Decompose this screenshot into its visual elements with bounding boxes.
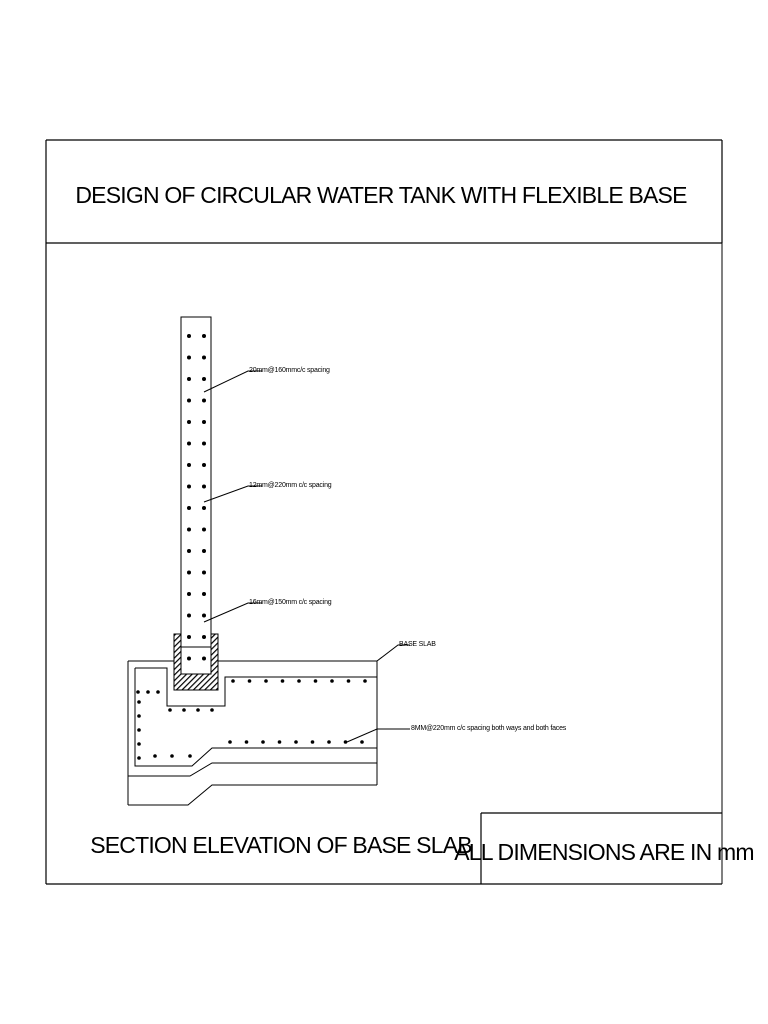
dimensions-note: ALL DIMENSIONS ARE IN mm (454, 839, 753, 865)
rebar-dot (346, 679, 351, 683)
rebar-dot (202, 463, 206, 467)
base-slab-outline (127, 660, 378, 806)
rebar-dot (277, 740, 282, 744)
annotation-leaders (203, 370, 410, 743)
rebar-dot (327, 740, 331, 744)
rebar-dot (202, 592, 206, 596)
rebar-dot (313, 679, 318, 683)
rebar-dot (137, 742, 141, 746)
rebar-dot (146, 690, 150, 694)
dimensions-note-box (480, 812, 722, 884)
label-wall-horizontal-bars: 12mm@220mm c/c spacing (249, 482, 332, 489)
rebar-dot (202, 506, 206, 510)
rebar-dot (187, 334, 191, 338)
wall-reinforcement-bars (187, 334, 206, 661)
drawing-title: DESIGN OF CIRCULAR WATER TANK WITH FLEXI… (75, 182, 687, 208)
rebar-dot (187, 355, 191, 360)
rebar-dot (187, 377, 191, 381)
rebar-dot (188, 754, 192, 758)
rebar-dot (187, 570, 191, 575)
rebar-dot (210, 708, 214, 712)
slab-reinforcement-bars (136, 679, 367, 760)
rebar-dot (202, 613, 206, 618)
rebar-dot (196, 708, 200, 712)
rebar-dot (170, 754, 174, 758)
rebar-dot (202, 656, 206, 661)
rebar-dot (182, 708, 186, 712)
wall-kicker-hatched (173, 633, 219, 691)
rebar-dot (137, 728, 141, 732)
rebar-dot (330, 679, 334, 683)
rebar-dot (187, 613, 191, 618)
rebar-dot (363, 679, 367, 683)
rebar-dot (202, 527, 206, 532)
label-wall-base-bars: 16mm@150mm c/c spacing (249, 599, 332, 606)
rebar-dot (187, 506, 191, 510)
section-caption: SECTION ELEVATION OF BASE SLAB (90, 832, 472, 858)
rebar-dot (187, 592, 191, 596)
rebar-dot (187, 656, 191, 661)
rebar-dot (187, 398, 191, 403)
rebar-dot (187, 635, 191, 639)
rebar-dot (228, 740, 232, 744)
rebar-dot (310, 740, 315, 744)
label-slab-reinforcement: 8MM@220mm c/c spacing both ways and both… (411, 725, 567, 732)
rebar-dot (202, 441, 206, 446)
rebar-dot (153, 754, 157, 758)
rebar-dot (280, 679, 285, 683)
rebar-dot (244, 740, 249, 744)
label-wall-vertical-bars: 20mm@160mmc/c spacing (249, 367, 330, 374)
rebar-dot (136, 690, 140, 694)
rebar-dot (297, 679, 301, 683)
rebar-dot (187, 441, 191, 446)
rebar-dot (202, 398, 206, 403)
rebar-dot (202, 377, 206, 381)
rebar-dot (247, 679, 252, 683)
rebar-dot (202, 570, 206, 575)
rebar-dot (187, 549, 191, 553)
tank-wall (180, 316, 212, 648)
rebar-dot (168, 708, 172, 712)
rebar-dot (202, 355, 206, 360)
rebar-dot (202, 334, 206, 338)
rebar-dot (187, 484, 191, 489)
rebar-dot (156, 690, 160, 694)
rebar-dot (261, 740, 265, 744)
rebar-dot (202, 420, 206, 424)
rebar-dot (187, 420, 191, 424)
rebar-dot (137, 700, 141, 704)
rebar-dot (202, 635, 206, 639)
rebar-dot (187, 527, 191, 532)
rebar-dot (202, 549, 206, 553)
label-base-slab: BASE SLAB (399, 641, 436, 648)
rebar-dot (343, 740, 348, 744)
rebar-dot (137, 756, 141, 760)
rebar-dot (231, 679, 235, 683)
rebar-dot (294, 740, 298, 744)
rebar-dot (264, 679, 268, 683)
rebar-dot (187, 463, 191, 467)
rebar-dot (360, 740, 364, 744)
rebar-dot (202, 484, 206, 489)
title-block-frame (45, 139, 723, 885)
rebar-dot (137, 714, 141, 718)
